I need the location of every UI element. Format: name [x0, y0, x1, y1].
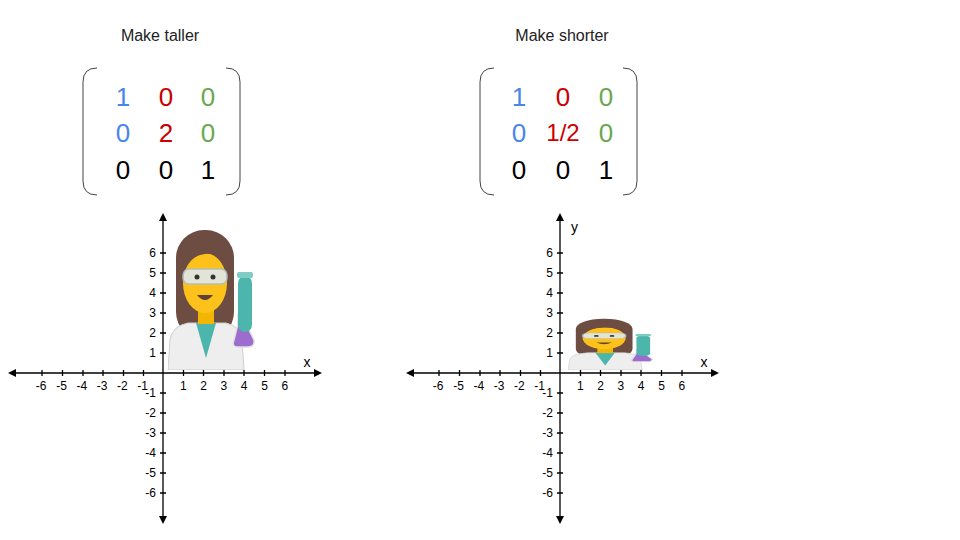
matrix-entry: 0: [599, 120, 613, 146]
tick-label: -6: [433, 380, 444, 392]
tick-label: -5: [542, 467, 553, 479]
panel-title: Make shorter: [515, 28, 608, 44]
matrix-entry: 1: [201, 157, 215, 183]
matrix-bracket: [83, 68, 97, 195]
tick-label: -3: [97, 380, 108, 392]
matrix-entry: 0: [512, 157, 526, 183]
tick-label: 6: [678, 380, 685, 392]
tick-label: -3: [542, 427, 553, 439]
tick-label: -1: [145, 387, 156, 399]
tick-label: -6: [36, 380, 47, 392]
tick-label: -4: [473, 380, 484, 392]
tick-label: 2: [200, 380, 207, 392]
matrix-entry: 0: [556, 84, 570, 110]
matrix-entry: 0: [159, 84, 173, 110]
axis-line: [12, 217, 318, 520]
matrix-bracket: [83, 68, 637, 195]
tick-label: 6: [149, 247, 156, 259]
tick-marks: [439, 253, 682, 493]
tick-label: 3: [618, 380, 625, 392]
axis-line: [410, 217, 715, 520]
tick-label: -3: [145, 427, 156, 439]
tick-label: -3: [494, 380, 505, 392]
tick-label: -5: [453, 380, 464, 392]
coordinate-axes: [410, 217, 715, 520]
matrix-entry: 0: [556, 157, 570, 183]
matrix-bracket: [623, 68, 637, 195]
tick-label: -6: [145, 487, 156, 499]
tick-label: -2: [145, 407, 156, 419]
matrix-entry: 1/2: [546, 121, 579, 145]
panel-title: Make taller: [121, 28, 199, 44]
tick-label: 4: [546, 287, 553, 299]
arrowhead: [8, 213, 322, 524]
scientist-figure: [168, 230, 254, 370]
tick-label: 2: [597, 380, 604, 392]
matrix-entry: 0: [116, 157, 130, 183]
tick-label: 4: [149, 287, 156, 299]
tick-label: -4: [145, 447, 156, 459]
tick-label: 1: [577, 380, 584, 392]
tick-label: -4: [76, 380, 87, 392]
arrowhead: [406, 213, 719, 524]
tick-label: -5: [56, 380, 67, 392]
matrix-entry: 0: [201, 84, 215, 110]
tick-label: 6: [281, 380, 288, 392]
matrix-entry: 2: [159, 120, 173, 146]
axis-name: x: [304, 355, 311, 369]
tick-label: -2: [542, 407, 553, 419]
tick-label: 1: [180, 380, 187, 392]
tick-label: -4: [542, 447, 553, 459]
tick-label: 2: [149, 327, 156, 339]
matrix-entry: 1: [512, 84, 526, 110]
matrix-entry: 0: [201, 120, 215, 146]
tick-label: -1: [542, 387, 553, 399]
tick-label: 6: [546, 247, 553, 259]
axis-name: x: [701, 355, 708, 369]
axis-name: y: [571, 220, 578, 234]
tick-label: 1: [149, 347, 156, 359]
axis-arrowheads: [8, 213, 322, 524]
scientist-figure: [568, 319, 652, 370]
matrix-entry: 1: [599, 157, 613, 183]
tick-label: 3: [546, 307, 553, 319]
tick-label: -6: [542, 487, 553, 499]
tick-label: 5: [658, 380, 665, 392]
tick-label: 5: [546, 267, 553, 279]
tick-label: 5: [149, 267, 156, 279]
matrix-entry: 1: [116, 84, 130, 110]
tick-label: 2: [546, 327, 553, 339]
tick-label: -2: [117, 380, 128, 392]
matrix-bracket: [480, 68, 494, 195]
tick-label: -5: [145, 467, 156, 479]
coordinate-axes: [12, 217, 318, 520]
tick-label: -2: [514, 380, 525, 392]
matrix-entry: 0: [512, 120, 526, 146]
matrix-entry: 0: [159, 157, 173, 183]
tick-label: 5: [261, 380, 268, 392]
tick-label: 4: [638, 380, 645, 392]
tick-label: 4: [241, 380, 248, 392]
tick-label: 1: [546, 347, 553, 359]
matrix-entry: 0: [116, 120, 130, 146]
matrix-entry: 0: [599, 84, 613, 110]
axis-arrowheads: [406, 213, 719, 524]
tick-label: 3: [149, 307, 156, 319]
matrix-bracket: [226, 68, 240, 195]
tick-label: 3: [221, 380, 228, 392]
